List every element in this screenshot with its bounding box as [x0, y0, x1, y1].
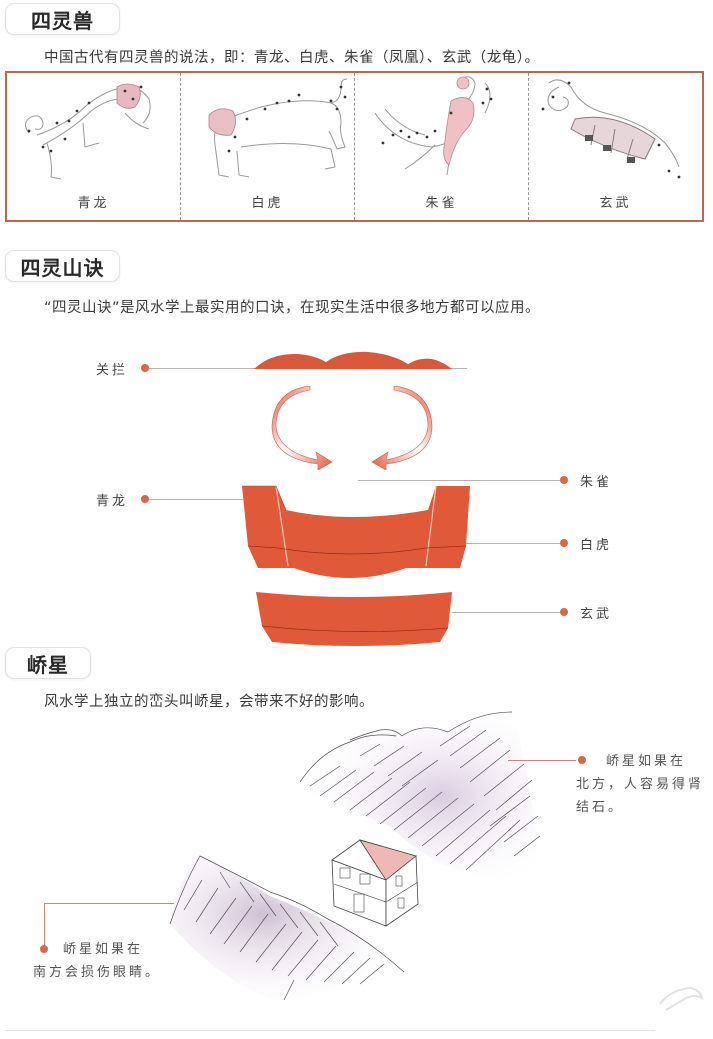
qiaoxing-south-note: 峤星如果在 南方会损伤眼睛。: [33, 938, 173, 984]
four-beasts-intro: 中国古代有四灵兽的说法，即：青龙、白虎、朱雀（凤凰）、玄武（龙龟）。: [44, 50, 540, 66]
label-dot: [141, 364, 149, 372]
black-tortoise-constellation-icon: [541, 79, 681, 179]
south-qiaoxing-mountain-illustration: [169, 855, 405, 1002]
leader-line: [466, 543, 562, 544]
qiaoxing-north-note: 峤星如果在 北方，人容易得肾 结石。: [576, 750, 708, 819]
house-illustration: [331, 839, 419, 927]
label-dot: [560, 539, 568, 547]
label-dot: [560, 476, 568, 484]
leader-line: [358, 480, 562, 481]
note-line: 结石。: [576, 800, 625, 815]
guanlan-hills-icon: [254, 351, 452, 369]
section-title-four-beasts: 四灵兽: [5, 3, 120, 35]
leader-line: [508, 760, 576, 761]
four-beasts-panel: 青龙 白虎: [5, 71, 704, 222]
label-baihu: 白虎: [580, 538, 613, 553]
label-dot: [40, 945, 48, 953]
white-tiger-constellation-icon: [208, 78, 348, 178]
circulation-arrows-icon: [271, 386, 433, 470]
section-title-qiaoxing: 峤星: [5, 647, 91, 679]
mountain-verse-intro: “四灵山诀”是风水学上最实用的口诀，在现实生活中很多地方都可以应用。: [44, 300, 541, 316]
beast-label: 朱雀: [425, 196, 458, 211]
leader-line: [44, 903, 45, 947]
beast-card-baihu: 白虎: [181, 73, 355, 220]
label-zhuque: 朱雀: [580, 475, 613, 490]
beast-card-qinglong: 青龙: [7, 73, 181, 220]
watermark-icon: [659, 986, 704, 1011]
leader-line: [149, 499, 243, 500]
beast-label: 玄武: [599, 196, 632, 211]
qiaoxing-intro: 风水学上独立的峦头叫峤星，会带来不好的影响。: [44, 694, 374, 710]
beast-card-xuanwu: 玄武: [529, 73, 702, 220]
label-dot: [560, 608, 568, 616]
beast-card-zhuque: 朱雀: [355, 73, 529, 220]
label-qinglong: 青龙: [96, 494, 129, 509]
note-line: 峤星如果在: [606, 754, 687, 769]
xuanwu-mountain-block: [256, 592, 452, 646]
vermilion-bird-constellation-icon: [374, 76, 493, 176]
azure-dragon-constellation-icon: [25, 83, 151, 180]
leader-line: [44, 903, 174, 904]
label-xuanwu: 玄武: [580, 607, 613, 622]
label-guanlan: 关拦: [96, 363, 129, 378]
beast-label: 白虎: [251, 196, 284, 211]
note-line: 峤星如果在: [63, 942, 144, 957]
north-qiaoxing-mountains-illustration: [296, 710, 541, 882]
note-line: 南方会损伤眼睛。: [33, 965, 162, 980]
qinglong-baihu-mountain-block: [242, 485, 470, 578]
leader-line: [452, 612, 562, 613]
label-dot: [141, 495, 149, 503]
beast-label: 青龙: [77, 196, 110, 211]
label-dot: [578, 756, 586, 764]
page-bottom-divider: [5, 1030, 655, 1031]
section-title-mountain-verse: 四灵山诀: [5, 250, 120, 282]
note-line: 北方，人容易得肾: [576, 777, 705, 792]
